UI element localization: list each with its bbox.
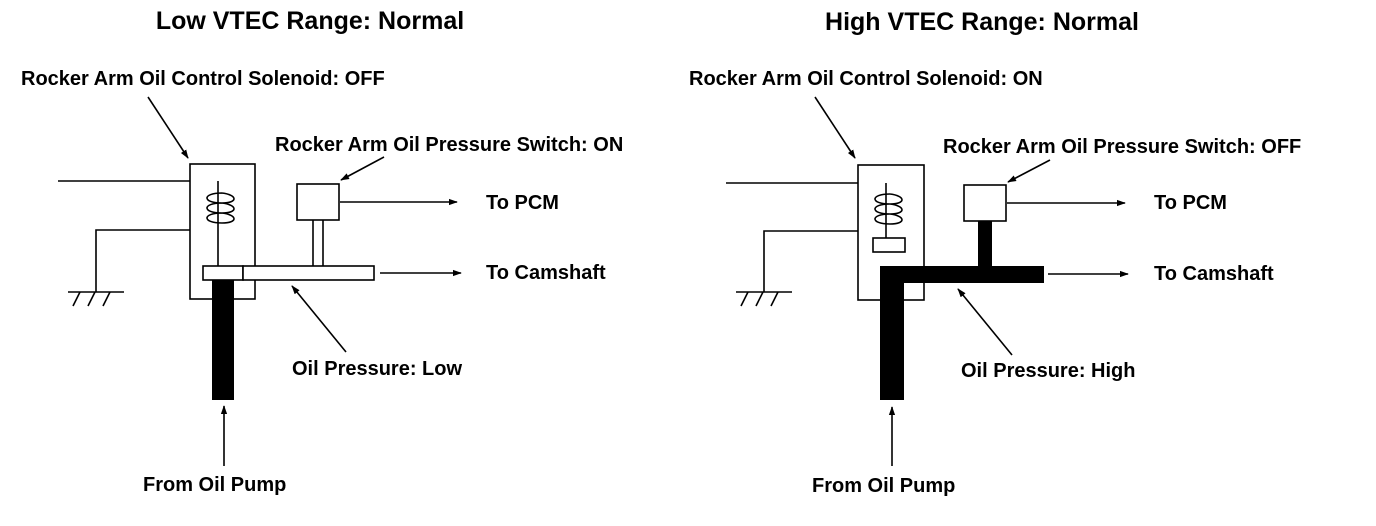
oil-pressure-switch [963, 184, 1007, 222]
ground-wire [95, 229, 218, 292]
ground-hatch [770, 291, 779, 307]
solenoid-label: Rocker Arm Oil Control Solenoid: OFF [21, 68, 385, 90]
ground-wire [763, 230, 886, 292]
to-camshaft-label: To Camshaft [1154, 263, 1274, 285]
camshaft-oil-passage [242, 265, 375, 281]
pressure-switch-pointer-arrow [1007, 159, 1051, 183]
oil-pressure-pointer-arrow [957, 288, 1013, 356]
oil-pressure-pointer-arrow [291, 285, 347, 353]
pressure-switch-label: Rocker Arm Oil Pressure Switch: OFF [943, 136, 1301, 158]
solenoid-coil-icon [206, 192, 235, 224]
panel-high-vtec: High VTEC Range: Normal Rocker Arm Oil C… [689, 8, 1301, 497]
from-oil-pump-label: From Oil Pump [143, 474, 286, 496]
solenoid-label: Rocker Arm Oil Control Solenoid: ON [689, 68, 1043, 90]
solenoid-coil-icon [874, 193, 903, 225]
pressurized-oil-passage [880, 266, 1044, 400]
panel-title: High VTEC Range: Normal [825, 8, 1139, 36]
to-camshaft-label: To Camshaft [486, 262, 606, 284]
pressure-switch-pointer-arrow [340, 156, 385, 181]
to-pcm-label: To PCM [1154, 192, 1227, 214]
switch-oil-line [978, 220, 992, 266]
from-oil-pump-label: From Oil Pump [812, 475, 955, 497]
to-pcm-label: To PCM [486, 192, 559, 214]
oil-pressure-label: Oil Pressure: Low [292, 358, 462, 380]
ground-hatch [740, 291, 749, 307]
oil-pressure-label: Oil Pressure: High [961, 360, 1136, 382]
ground-hatch [87, 291, 96, 307]
spool-valve [872, 237, 906, 253]
oil-pressure-switch [296, 183, 340, 221]
ground-hatch [72, 291, 81, 307]
solenoid-pointer-arrow [814, 96, 856, 159]
panel-low-vtec: Low VTEC Range: Normal Rocker Arm Oil Co… [21, 7, 623, 496]
solenoid-pointer-arrow [147, 96, 189, 159]
ground-hatch [102, 291, 111, 307]
spool-valve [202, 265, 244, 281]
oil-supply-passage [212, 280, 234, 400]
ground-hatch [755, 291, 764, 307]
panel-title: Low VTEC Range: Normal [156, 7, 464, 35]
pressure-switch-label: Rocker Arm Oil Pressure Switch: ON [275, 134, 623, 156]
